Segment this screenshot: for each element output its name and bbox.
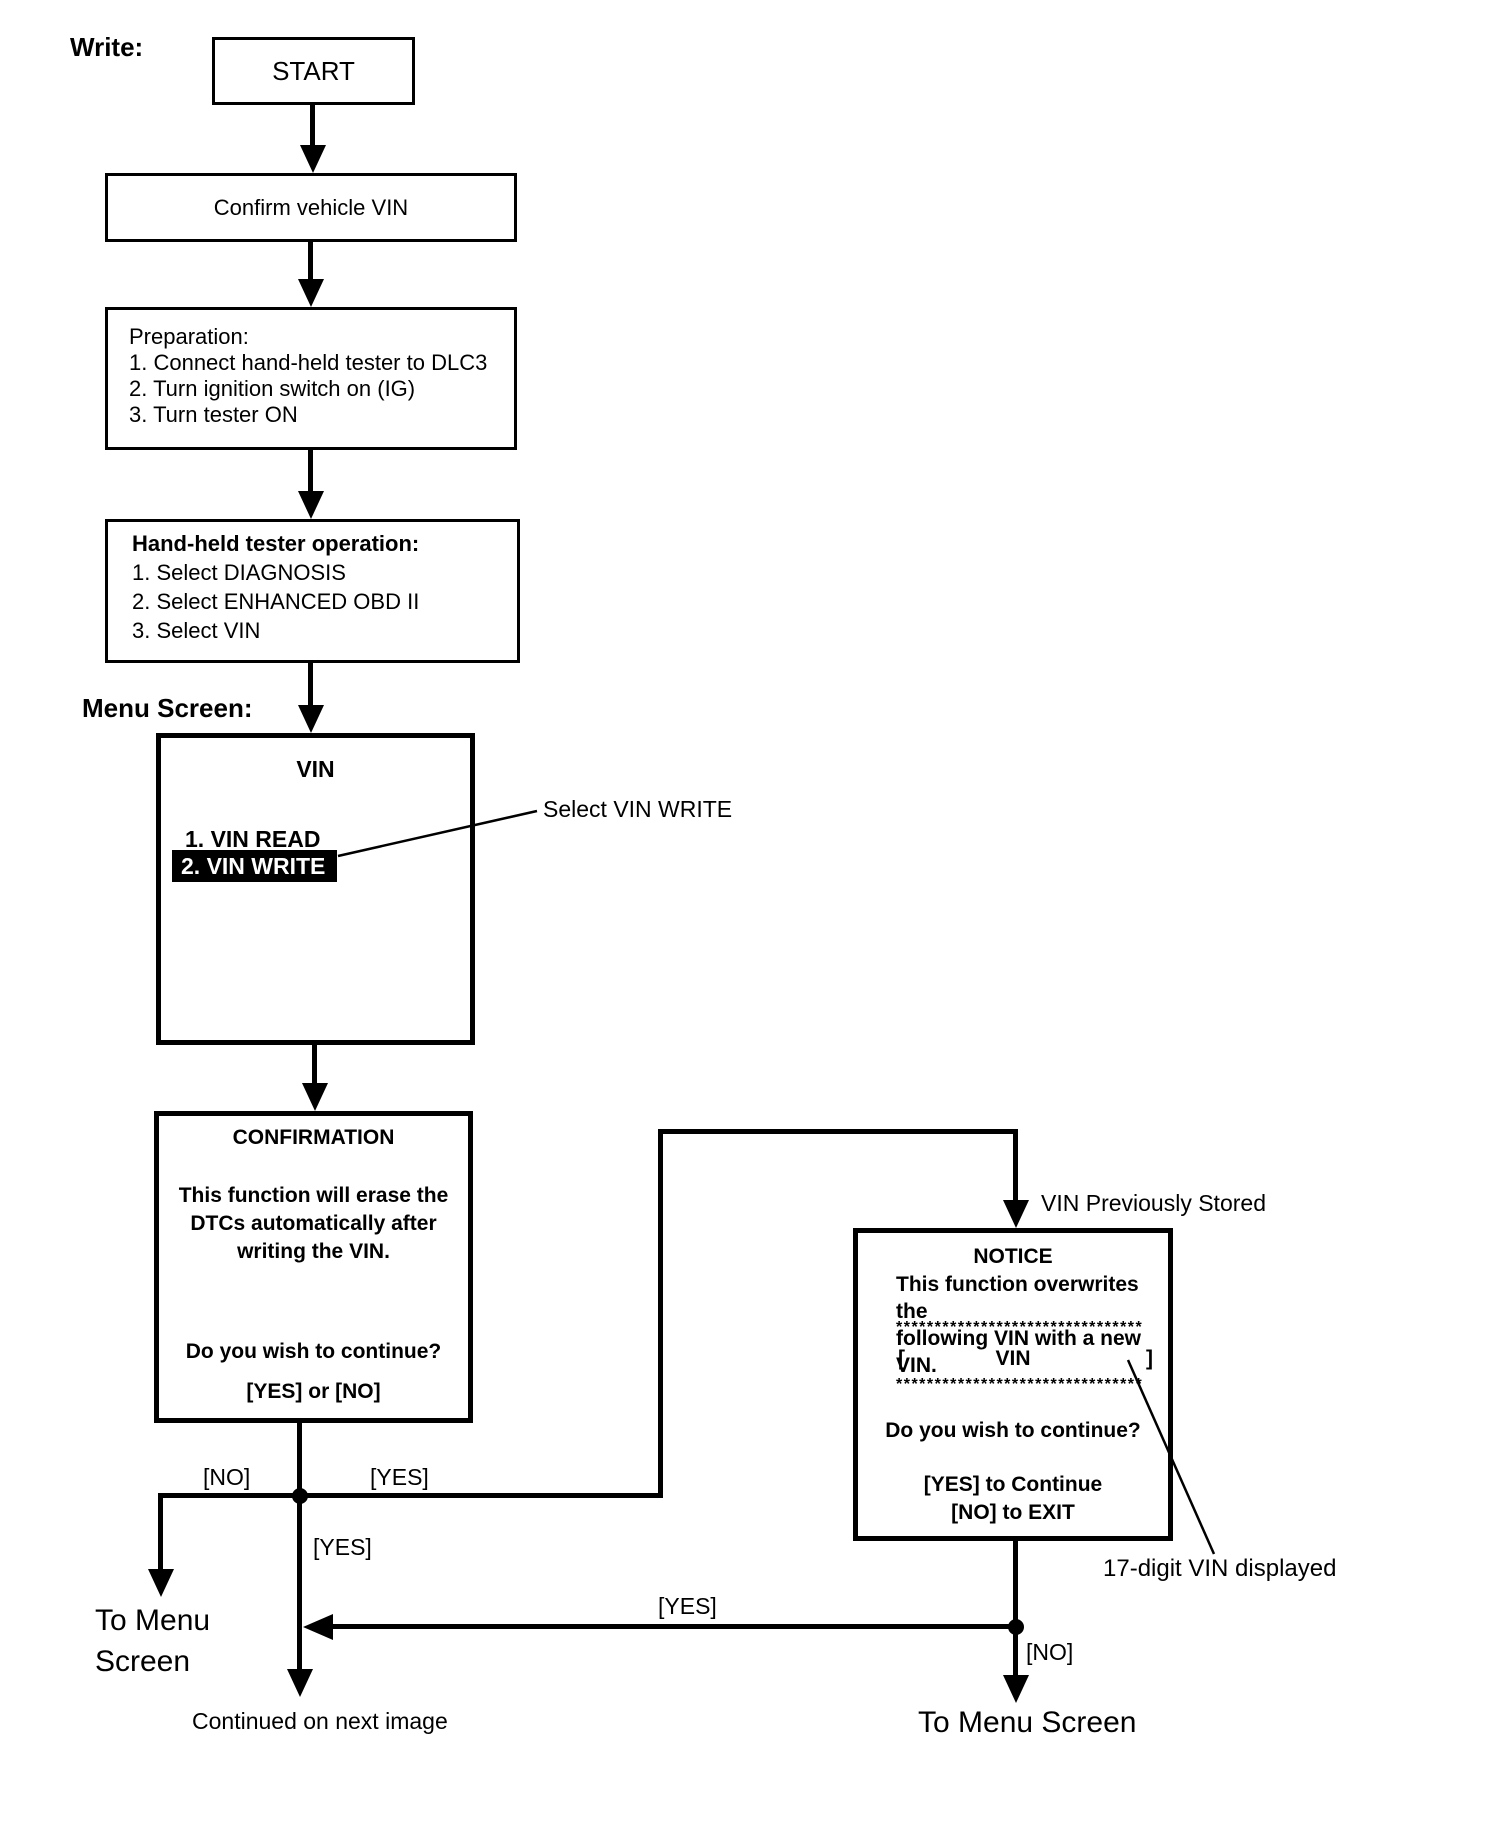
confirmation-title: CONFIRMATION	[232, 1126, 395, 1149]
arrow-tester-to-vinmenu-line	[308, 663, 313, 707]
elbow-top-hline	[658, 1129, 1018, 1134]
confirmation-body-line: DTCs automatically after	[190, 1212, 437, 1235]
preparation-step: 2. Turn ignition switch on (IG)	[129, 376, 416, 401]
arrow-prep-to-tester-line	[308, 450, 313, 493]
tester-operation-title: Hand-held tester operation:	[132, 531, 420, 556]
edge-label-yes-middle: [YES]	[658, 1593, 717, 1619]
notice-vin-bracket-close: ]	[1146, 1347, 1153, 1370]
arrow-to-menu-right-head	[1003, 1675, 1029, 1703]
notice-question: Do you wish to continue?	[885, 1419, 1141, 1442]
arrow-to-continued-head	[287, 1669, 313, 1697]
notice-down-line	[1013, 1541, 1018, 1627]
vin-menu-title: VIN	[296, 756, 335, 782]
notice-vin-field-label: VIN	[995, 1347, 1031, 1370]
confirmation-options: [YES] or [NO]	[246, 1380, 381, 1403]
preparation-step: 1. Connect hand-held tester to DLC3	[129, 350, 488, 375]
vin-menu-screen: VIN 1. VIN READ 2. VIN WRITE	[156, 733, 475, 1045]
preparation-title: Preparation:	[129, 324, 249, 349]
arrow-tester-to-vinmenu-head	[298, 705, 324, 733]
confirmation-no-hline	[160, 1493, 300, 1498]
menu-screen-section-label: Menu Screen:	[82, 693, 253, 723]
edge-label-no: [NO]	[203, 1464, 251, 1490]
start-node: START	[212, 37, 415, 105]
notice-yes-arrow-head	[303, 1614, 333, 1640]
confirmation-yes-down-line	[297, 1423, 302, 1673]
continued-label: Continued on next image	[192, 1708, 448, 1734]
tester-operation-node: Hand-held tester operation: 1. Select DI…	[105, 519, 520, 663]
arrow-vinmenu-to-confirmation-head	[302, 1083, 328, 1111]
confirmation-yes-hline	[300, 1493, 663, 1498]
confirmation-no-vline	[158, 1493, 163, 1571]
arrow-start-to-confirm-line	[310, 105, 315, 149]
notice-asterisk-row: ********************************	[896, 1376, 1144, 1393]
edge-label-yes-right: [YES]	[370, 1464, 429, 1490]
confirm-vin-node: Confirm vehicle VIN	[105, 173, 517, 242]
preparation-step: 3. Turn tester ON	[129, 402, 298, 427]
confirm-vin-label: Confirm vehicle VIN	[213, 194, 409, 220]
arrow-into-notice-head	[1003, 1200, 1029, 1228]
to-menu-screen-left-line1: To Menu	[95, 1604, 211, 1637]
notice-no-vline	[1013, 1627, 1018, 1679]
write-section-label: Write:	[70, 32, 144, 62]
vin-menu-item-read: 1. VIN READ	[185, 826, 321, 852]
arrow-start-to-confirm-head	[300, 145, 326, 173]
arrow-confirm-to-prep-head	[298, 279, 324, 307]
tester-operation-step: 3. Select VIN	[132, 618, 261, 643]
edge-label-no-right: [NO]	[1026, 1639, 1074, 1665]
select-vin-write-annotation: Select VIN WRITE	[543, 796, 733, 822]
confirmation-screen: CONFIRMATION This function will erase th…	[154, 1111, 473, 1423]
vin-menu-item-write-selected: 2. VIN WRITE	[172, 850, 337, 882]
notice-no-line: [NO] to EXIT	[951, 1501, 1075, 1524]
notice-vin-bracket-open: [	[898, 1347, 905, 1370]
edge-label-yes-down: [YES]	[313, 1534, 372, 1560]
confirmation-body-line: writing the VIN.	[237, 1240, 390, 1263]
preparation-node: Preparation: 1. Connect hand-held tester…	[105, 307, 517, 450]
notice-body-line: following VIN with a new VIN.	[896, 1327, 1141, 1377]
vin-displayed-annotation: 17-digit VIN displayed	[1103, 1555, 1337, 1582]
arrow-prep-to-tester-head	[298, 491, 324, 519]
arrow-vinmenu-to-confirmation-line	[312, 1045, 317, 1085]
notice-screen: NOTICE This function overwrites the foll…	[853, 1228, 1173, 1541]
notice-asterisk-row: ********************************	[896, 1319, 1144, 1336]
notice-body-line: This function overwrites the	[896, 1273, 1139, 1323]
confirmation-question: Do you wish to continue?	[185, 1340, 442, 1363]
notice-title: NOTICE	[973, 1245, 1053, 1268]
tester-operation-step: 1. Select DIAGNOSIS	[132, 560, 346, 585]
tester-operation-step: 2. Select ENHANCED OBD II	[132, 589, 420, 614]
vin-previously-stored-annotation: VIN Previously Stored	[1041, 1190, 1266, 1216]
to-menu-screen-left-line2: Screen	[95, 1645, 191, 1678]
arrow-confirm-to-prep-line	[308, 242, 313, 281]
arrow-into-notice-line	[1013, 1129, 1018, 1202]
notice-yes-line: [YES] to Continue	[923, 1473, 1103, 1496]
notice-yes-hline	[328, 1624, 1018, 1629]
elbow-vline	[658, 1129, 663, 1498]
arrow-to-menu-left-head	[148, 1569, 174, 1597]
to-menu-screen-right-label: To Menu Screen	[918, 1706, 1137, 1739]
start-node-label: START	[272, 55, 355, 86]
confirmation-body-line: This function will erase the	[178, 1184, 449, 1207]
